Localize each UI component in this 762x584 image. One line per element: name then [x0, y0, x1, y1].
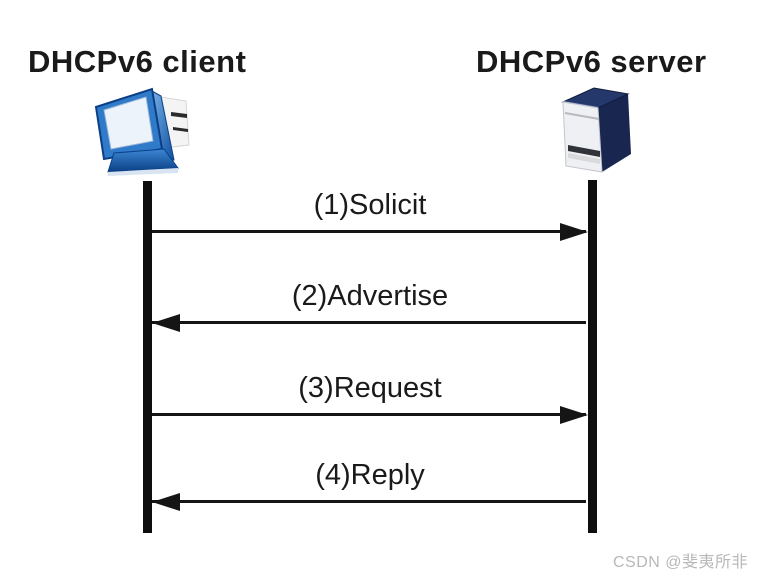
message-label: (1)Solicit	[313, 189, 427, 221]
arrow-right-icon	[152, 406, 588, 424]
arrow-left-icon	[152, 314, 588, 332]
message-label: (4)Reply	[315, 459, 425, 491]
arrow-left-icon	[152, 493, 588, 511]
server-title: DHCPv6 server	[476, 44, 707, 79]
server-lifeline	[588, 180, 597, 533]
message-label: (3)Request	[298, 372, 442, 404]
message-solicit: (1)Solicit	[152, 189, 588, 241]
watermark: CSDN @斐夷所非	[612, 554, 748, 571]
message-reply: (4)Reply	[152, 459, 588, 511]
server-tower-icon	[561, 87, 631, 173]
client-lifeline	[143, 181, 152, 533]
client-title: DHCPv6 client	[28, 44, 247, 79]
client-computer-icon	[94, 87, 190, 176]
message-label: (2)Advertise	[291, 280, 449, 312]
message-advertise: (2)Advertise	[152, 280, 588, 332]
arrow-right-icon	[152, 223, 588, 241]
message-request: (3)Request	[152, 372, 588, 424]
